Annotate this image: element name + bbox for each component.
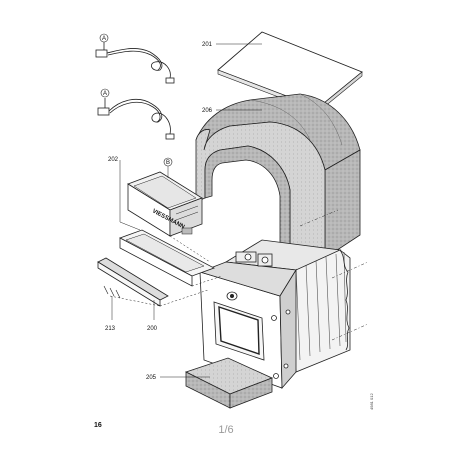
callout-201: 201 (202, 42, 213, 48)
mounting-bracket (119, 229, 215, 287)
callout-206: 206 (202, 108, 213, 114)
leader-lines (111, 43, 262, 378)
badge-a-second: A (100, 88, 110, 98)
assembly-lines (109, 235, 223, 307)
badge-b: B (163, 157, 173, 178)
callout-205: 205 (146, 375, 157, 381)
document-reference: 4981 012 (369, 393, 374, 410)
dashed-guide-lines (299, 209, 369, 341)
cable-harness-a-top (95, 42, 175, 84)
badge-a-top: A (99, 33, 109, 43)
base-insulation (184, 357, 274, 409)
cable-harness-a-bottom (97, 98, 175, 140)
page-counter: 1/6 (218, 424, 234, 436)
control-panel (127, 171, 203, 237)
badge-a-second-label: A (103, 91, 107, 97)
badge-b-label: B (166, 160, 170, 166)
insulation-jacket (195, 93, 361, 283)
callout-202: 202 (108, 157, 119, 163)
boiler-body (198, 239, 351, 390)
page-number: 16 (94, 422, 102, 429)
callout-213: 213 (105, 326, 116, 332)
badge-a-top-label: A (102, 36, 106, 42)
callout-200: 200 (147, 326, 158, 332)
